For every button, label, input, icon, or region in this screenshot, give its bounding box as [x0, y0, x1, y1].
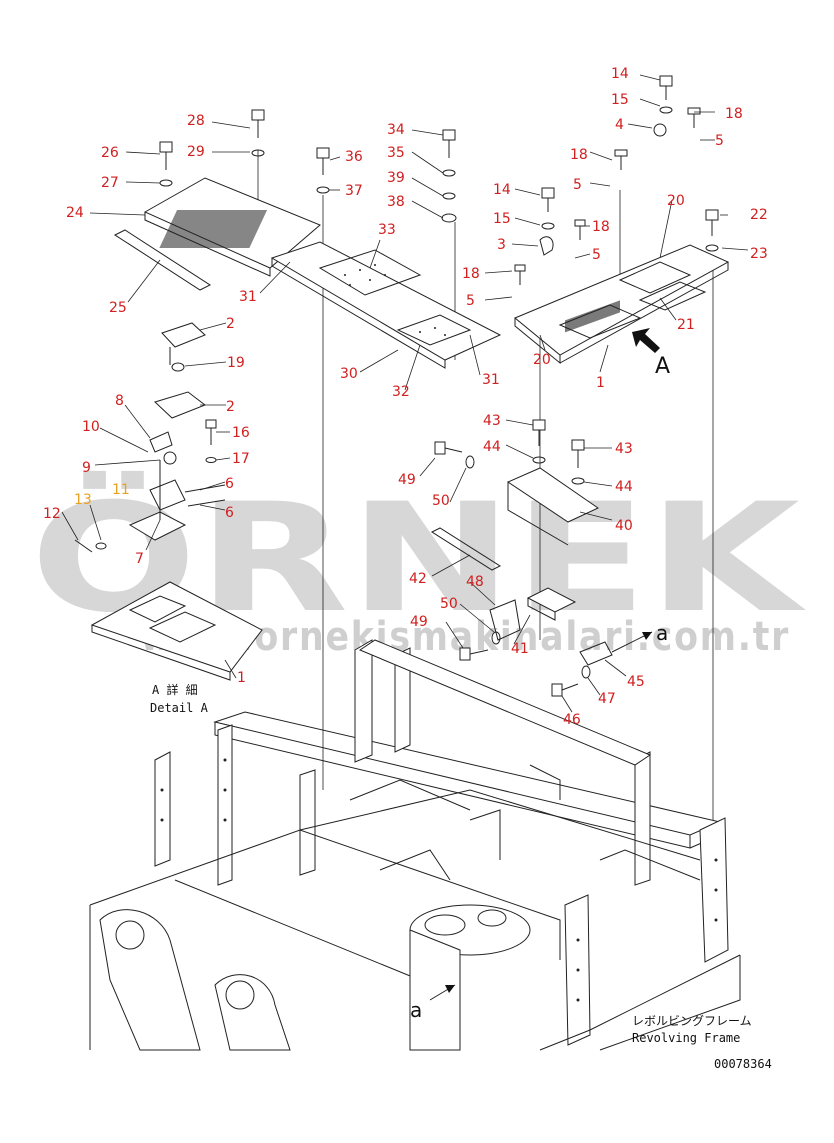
part-38: 38 — [387, 194, 405, 210]
part-33: 33 — [378, 222, 396, 238]
part-6: 6 — [225, 505, 234, 521]
part-8: 8 — [115, 393, 124, 409]
revolving-frame — [89, 639, 741, 1051]
plate-1-assembly — [514, 75, 730, 365]
part-5: 5 — [715, 133, 724, 149]
part-number-labels: 14 15 18 4 5 18 5 20 22 23 14 15 18 3 5 … — [43, 66, 768, 728]
part-45: 45 — [627, 674, 645, 690]
part-34: 34 — [387, 122, 405, 138]
part-7: 7 — [135, 551, 144, 567]
part-28: 28 — [187, 113, 205, 129]
part-23: 23 — [750, 246, 768, 262]
part-11: 11 — [112, 482, 130, 498]
part-1: 1 — [237, 670, 246, 686]
part-31: 31 — [239, 289, 257, 305]
annotation-labels: A 詳 細 Detail A レボルビングフレーム Revolving Fram… — [150, 354, 772, 1071]
part-26: 26 — [101, 145, 119, 161]
part-30: 30 — [340, 366, 358, 382]
part-17: 17 — [232, 451, 250, 467]
part-46: 46 — [563, 712, 581, 728]
part-20: 20 — [533, 352, 551, 368]
part-15: 15 — [611, 92, 629, 108]
revolving-frame-jp-label: レボルビングフレーム — [632, 1014, 752, 1028]
part-36: 36 — [345, 149, 363, 165]
part-32: 32 — [392, 384, 410, 400]
ref-a-lower: a — [410, 998, 422, 1022]
ref-a-upper: a — [656, 621, 668, 645]
part-4: 4 — [615, 117, 624, 133]
drawing-number: 00078364 — [714, 1057, 772, 1071]
part-25: 25 — [109, 300, 127, 316]
leader-lines — [61, 74, 749, 713]
part-44: 44 — [483, 439, 501, 455]
part-1: 1 — [596, 375, 605, 391]
part-37: 37 — [345, 183, 363, 199]
part-35: 35 — [387, 145, 405, 161]
part-5: 5 — [466, 293, 475, 309]
part-48: 48 — [466, 574, 484, 590]
part-5: 5 — [573, 177, 582, 193]
part-50: 50 — [432, 493, 450, 509]
part-14: 14 — [493, 182, 511, 198]
bracket-assembly — [429, 419, 653, 1001]
view-a-marker: A — [655, 354, 670, 379]
part-50: 50 — [440, 596, 458, 612]
part-41: 41 — [511, 641, 529, 657]
part-18: 18 — [462, 266, 480, 282]
part-47: 47 — [598, 691, 616, 707]
part-18: 18 — [592, 219, 610, 235]
part-42: 42 — [409, 571, 427, 587]
part-49: 49 — [410, 614, 428, 630]
part-43: 43 — [615, 441, 633, 457]
part-13: 13 — [74, 492, 92, 508]
part-18: 18 — [570, 147, 588, 163]
part-31: 31 — [482, 372, 500, 388]
floor-plate-assembly — [270, 129, 502, 369]
revolving-frame-en-label: Revolving Frame — [632, 1031, 740, 1045]
part-44: 44 — [615, 479, 633, 495]
part-18: 18 — [725, 106, 743, 122]
part-49: 49 — [398, 472, 416, 488]
part-21: 21 — [677, 317, 695, 333]
part-2: 2 — [226, 316, 235, 332]
part-40: 40 — [615, 518, 633, 534]
part-27: 27 — [101, 175, 119, 191]
part-16: 16 — [232, 425, 250, 441]
part-12: 12 — [43, 506, 61, 522]
part-43: 43 — [483, 413, 501, 429]
part-5: 5 — [592, 247, 601, 263]
part-24: 24 — [66, 205, 84, 221]
part-9: 9 — [82, 460, 91, 476]
part-2: 2 — [226, 399, 235, 415]
floor-mat-assembly — [113, 109, 321, 291]
part-3: 3 — [497, 237, 506, 253]
part-29: 29 — [187, 144, 205, 160]
detail-a-en-label: Detail A — [150, 701, 209, 715]
part-19: 19 — [227, 355, 245, 371]
detail-a-jp-label: A 詳 細 — [152, 682, 198, 697]
part-10: 10 — [82, 419, 100, 435]
part-14: 14 — [611, 66, 629, 82]
part-22: 22 — [750, 207, 768, 223]
part-15: 15 — [493, 211, 511, 227]
part-20: 20 — [667, 193, 685, 209]
part-6: 6 — [225, 476, 234, 492]
part-39: 39 — [387, 170, 405, 186]
